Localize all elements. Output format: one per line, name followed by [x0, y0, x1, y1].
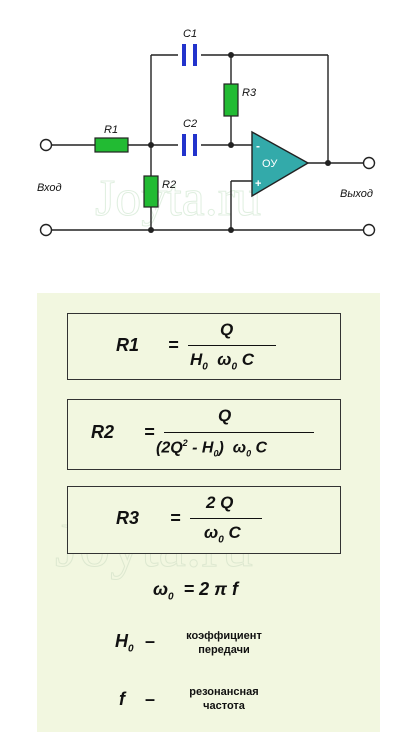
resistor-r1	[94, 137, 129, 153]
circuit-schematic: Joyta.ru	[37, 28, 376, 237]
formula-r2: R2 = Q (2Q2 - H0) ω0 C	[67, 399, 341, 470]
r2-lhs: R2	[91, 422, 115, 442]
r3-lhs: R3	[116, 508, 140, 528]
label-r3: R3	[242, 87, 257, 99]
capacitor-c2	[182, 134, 197, 156]
r2-denominator: (2Q2 - H0) ω0 C	[156, 438, 268, 459]
label-r2: R2	[162, 179, 176, 191]
formula-r1: R1 = Q H0 ω0 C	[67, 313, 341, 380]
input-terminal-top	[39, 138, 53, 152]
f-dash: –	[145, 689, 156, 709]
opamp-minus: -	[256, 139, 260, 153]
r1-numerator: Q	[220, 320, 234, 339]
opamp-plus: +	[255, 178, 261, 190]
r1-eq: =	[168, 335, 179, 355]
input-terminal-bottom	[39, 223, 53, 237]
r3-eq: =	[170, 508, 181, 528]
label-input: Вход	[37, 182, 62, 194]
opamp	[251, 130, 310, 198]
r3-fraction-line	[190, 518, 262, 519]
r3-denominator: ω0 C	[204, 523, 241, 546]
h0-dash: –	[145, 631, 156, 651]
watermark-top: Joyta.ru	[95, 170, 261, 227]
r1-lhs: R1	[116, 335, 140, 355]
resistor-r3	[223, 83, 239, 117]
output-terminal-top	[362, 156, 376, 170]
r2-eq: =	[144, 422, 155, 442]
label-r1: R1	[104, 124, 118, 136]
junctions	[148, 52, 331, 233]
formula-r3: R3 = 2 Q ω0 C	[67, 486, 341, 554]
formula-panel: Joyta.ru R1 = Q H0 ω0 C R2 = Q (2Q2 - H0…	[37, 293, 380, 732]
resistor-r2	[143, 175, 159, 208]
r1-denominator: H0 ω0 C	[190, 350, 255, 373]
capacitor-c1	[182, 44, 197, 66]
label-opamp: ОУ	[262, 158, 278, 170]
wires	[52, 54, 363, 231]
h0-description: коэффициент передачи	[186, 630, 262, 656]
r1-fraction-line	[188, 345, 276, 346]
h0-symbol: H0	[115, 631, 134, 655]
r2-numerator: Q	[218, 406, 232, 425]
formula-omega: ω0 = 2 π f	[153, 579, 238, 603]
label-c1: C1	[183, 28, 197, 40]
f-description: резонансная частота	[189, 686, 259, 712]
output-terminal-bottom	[362, 223, 376, 237]
r3-numerator: 2 Q	[206, 493, 234, 512]
label-output: Выход	[340, 188, 373, 200]
label-c2: C2	[183, 118, 197, 130]
f-symbol: f	[119, 689, 125, 709]
terminals	[39, 138, 376, 237]
r2-fraction-line	[164, 432, 314, 433]
